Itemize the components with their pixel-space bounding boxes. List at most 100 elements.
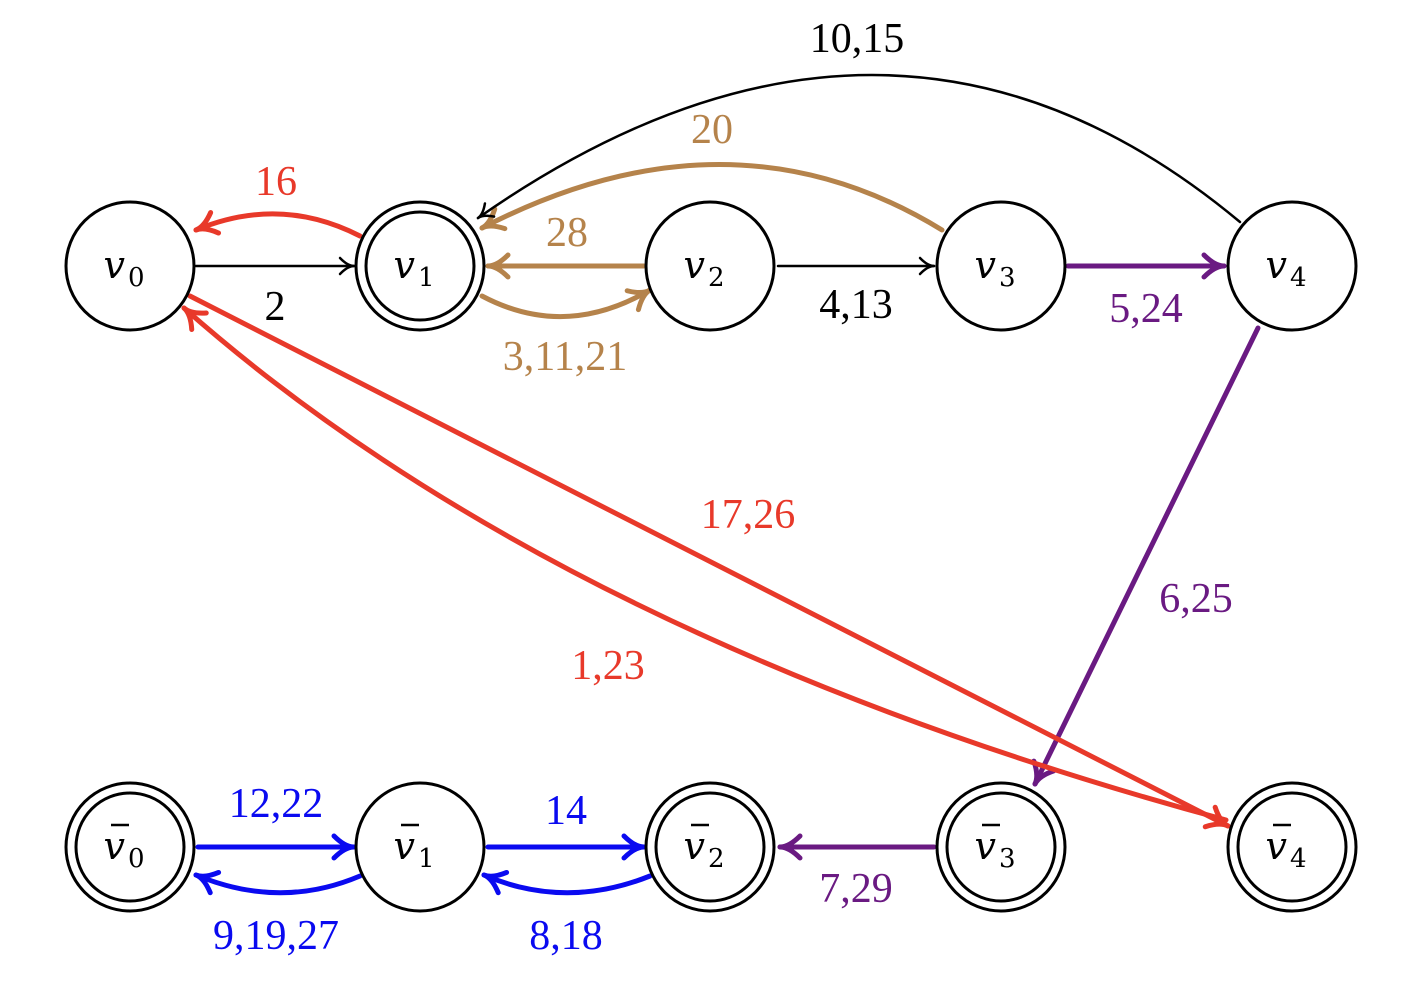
edge-vb4-v0: [181, 305, 1229, 823]
arrowhead-vb3-vb2: [777, 833, 803, 861]
node-accept-ring-v1: [364, 210, 476, 322]
edge-label-v0-v1: 2: [265, 284, 286, 330]
node-circle-vb0: [64, 781, 196, 913]
edge-label-vb3-vb2: 7,29: [819, 866, 893, 912]
arrowhead-v4-vb3: [1031, 758, 1057, 787]
edge-label-v4-v1: 10,15: [810, 16, 905, 62]
node-circle-vb4: [1226, 781, 1358, 913]
edge-v0-v1: [194, 256, 356, 276]
edge-label-vb1-vb0: 9,19,27: [213, 913, 339, 959]
edge-line-v4-v1: [476, 73, 1242, 224]
arrowhead-vb1-vb0: [193, 869, 222, 896]
node-base-vb1: v: [393, 824, 415, 868]
edge-label-v1-v2: 3,11,21: [503, 334, 627, 380]
node-subscript-vb2: 2: [708, 844, 725, 874]
node-circle-v4: [1226, 200, 1358, 332]
node-accept-ring-vb3: [945, 791, 1057, 903]
edge-vb0-vb1: [195, 833, 357, 861]
node-circle-v2: [644, 200, 776, 332]
edge-line-v3-v1: [479, 162, 945, 233]
edge-v4-vb3: [1031, 325, 1261, 787]
node-subscript-v3: 3: [999, 263, 1016, 293]
edge-label-v1-v0: 16: [255, 159, 297, 205]
node-base-v2: v: [683, 243, 705, 287]
edge-v3-v4: [1065, 252, 1227, 280]
node-subscript-vb3: 3: [999, 844, 1016, 874]
edge-vb3-vb2: [777, 833, 937, 861]
arrowhead-vb0-vb1: [331, 833, 357, 861]
node-accept-ring-vb0: [74, 791, 186, 903]
edge-label-v2-v1: 28: [546, 210, 588, 256]
node-base-v0: v: [103, 243, 125, 287]
node-accept-ring-vb4: [1236, 791, 1348, 903]
edge-line-vb1-vb0: [193, 872, 363, 896]
node-base-vb2: v: [683, 824, 705, 868]
edge-line-v0-vb4: [187, 293, 1231, 829]
edge-label-v3-v1: 20: [691, 107, 733, 153]
edge-line-vb4-v0: [181, 305, 1229, 823]
edge-vb1-vb0: [193, 869, 363, 896]
node-circle-v0: [64, 200, 196, 332]
arrowhead-v0-vb4: [1202, 804, 1231, 830]
arrowhead-v2-v3: [918, 256, 936, 276]
node-circle-v3: [935, 200, 1067, 332]
arrowhead-v0-v1: [338, 256, 356, 276]
edge-line-v4-vb3: [1032, 325, 1261, 787]
node-subscript-v1: 1: [418, 263, 435, 293]
node-circle-vb2: [644, 781, 776, 913]
edge-v2-v3: [776, 256, 936, 276]
node-circle-v1: [354, 200, 486, 332]
node-base-vb0: v: [103, 824, 125, 868]
edge-label-v4-vb3: 6,25: [1159, 576, 1233, 622]
edge-label-vb1-vb2: 14: [545, 788, 587, 834]
edge-vb2-vb1: [481, 869, 653, 896]
arrowhead-vb2-vb1: [481, 869, 510, 896]
node-circle-vb3: [935, 781, 1067, 913]
edge-label-vb0-vb1: 12,22: [229, 781, 324, 827]
edge-vb1-vb2: [485, 833, 647, 861]
arrowhead-vb1-vb2: [621, 833, 647, 861]
edge-v4-v1: [476, 73, 1242, 224]
node-accept-ring-vb2: [654, 791, 766, 903]
node-base-v4: v: [1265, 243, 1287, 287]
node-subscript-vb1: 1: [418, 844, 435, 874]
node-base-vb3: v: [974, 824, 996, 868]
node-base-v3: v: [974, 243, 996, 287]
edge-v1-v0: [193, 210, 363, 239]
edge-line-v1-v2: [479, 287, 653, 319]
node-base-v1: v: [393, 243, 415, 287]
edge-label-v0-vb4: 17,26: [701, 492, 796, 538]
edge-label-v3-v4: 5,24: [1109, 286, 1183, 332]
node-subscript-vb0: 0: [128, 844, 145, 874]
arrowhead-v1-v0: [193, 210, 222, 236]
arrowhead-vb4-v0: [181, 305, 209, 332]
arrowhead-v2-v1: [485, 252, 511, 280]
node-subscript-v2: 2: [708, 263, 725, 293]
node-subscript-v4: 4: [1290, 263, 1307, 293]
node-base-vb4: v: [1265, 824, 1287, 868]
edge-v1-v2: [479, 287, 653, 319]
node-subscript-vb4: 4: [1290, 844, 1307, 874]
edge-v2-v1: [485, 252, 647, 280]
edge-label-vb2-vb1: 8,18: [529, 913, 603, 959]
node-circle-vb1: [354, 781, 486, 913]
